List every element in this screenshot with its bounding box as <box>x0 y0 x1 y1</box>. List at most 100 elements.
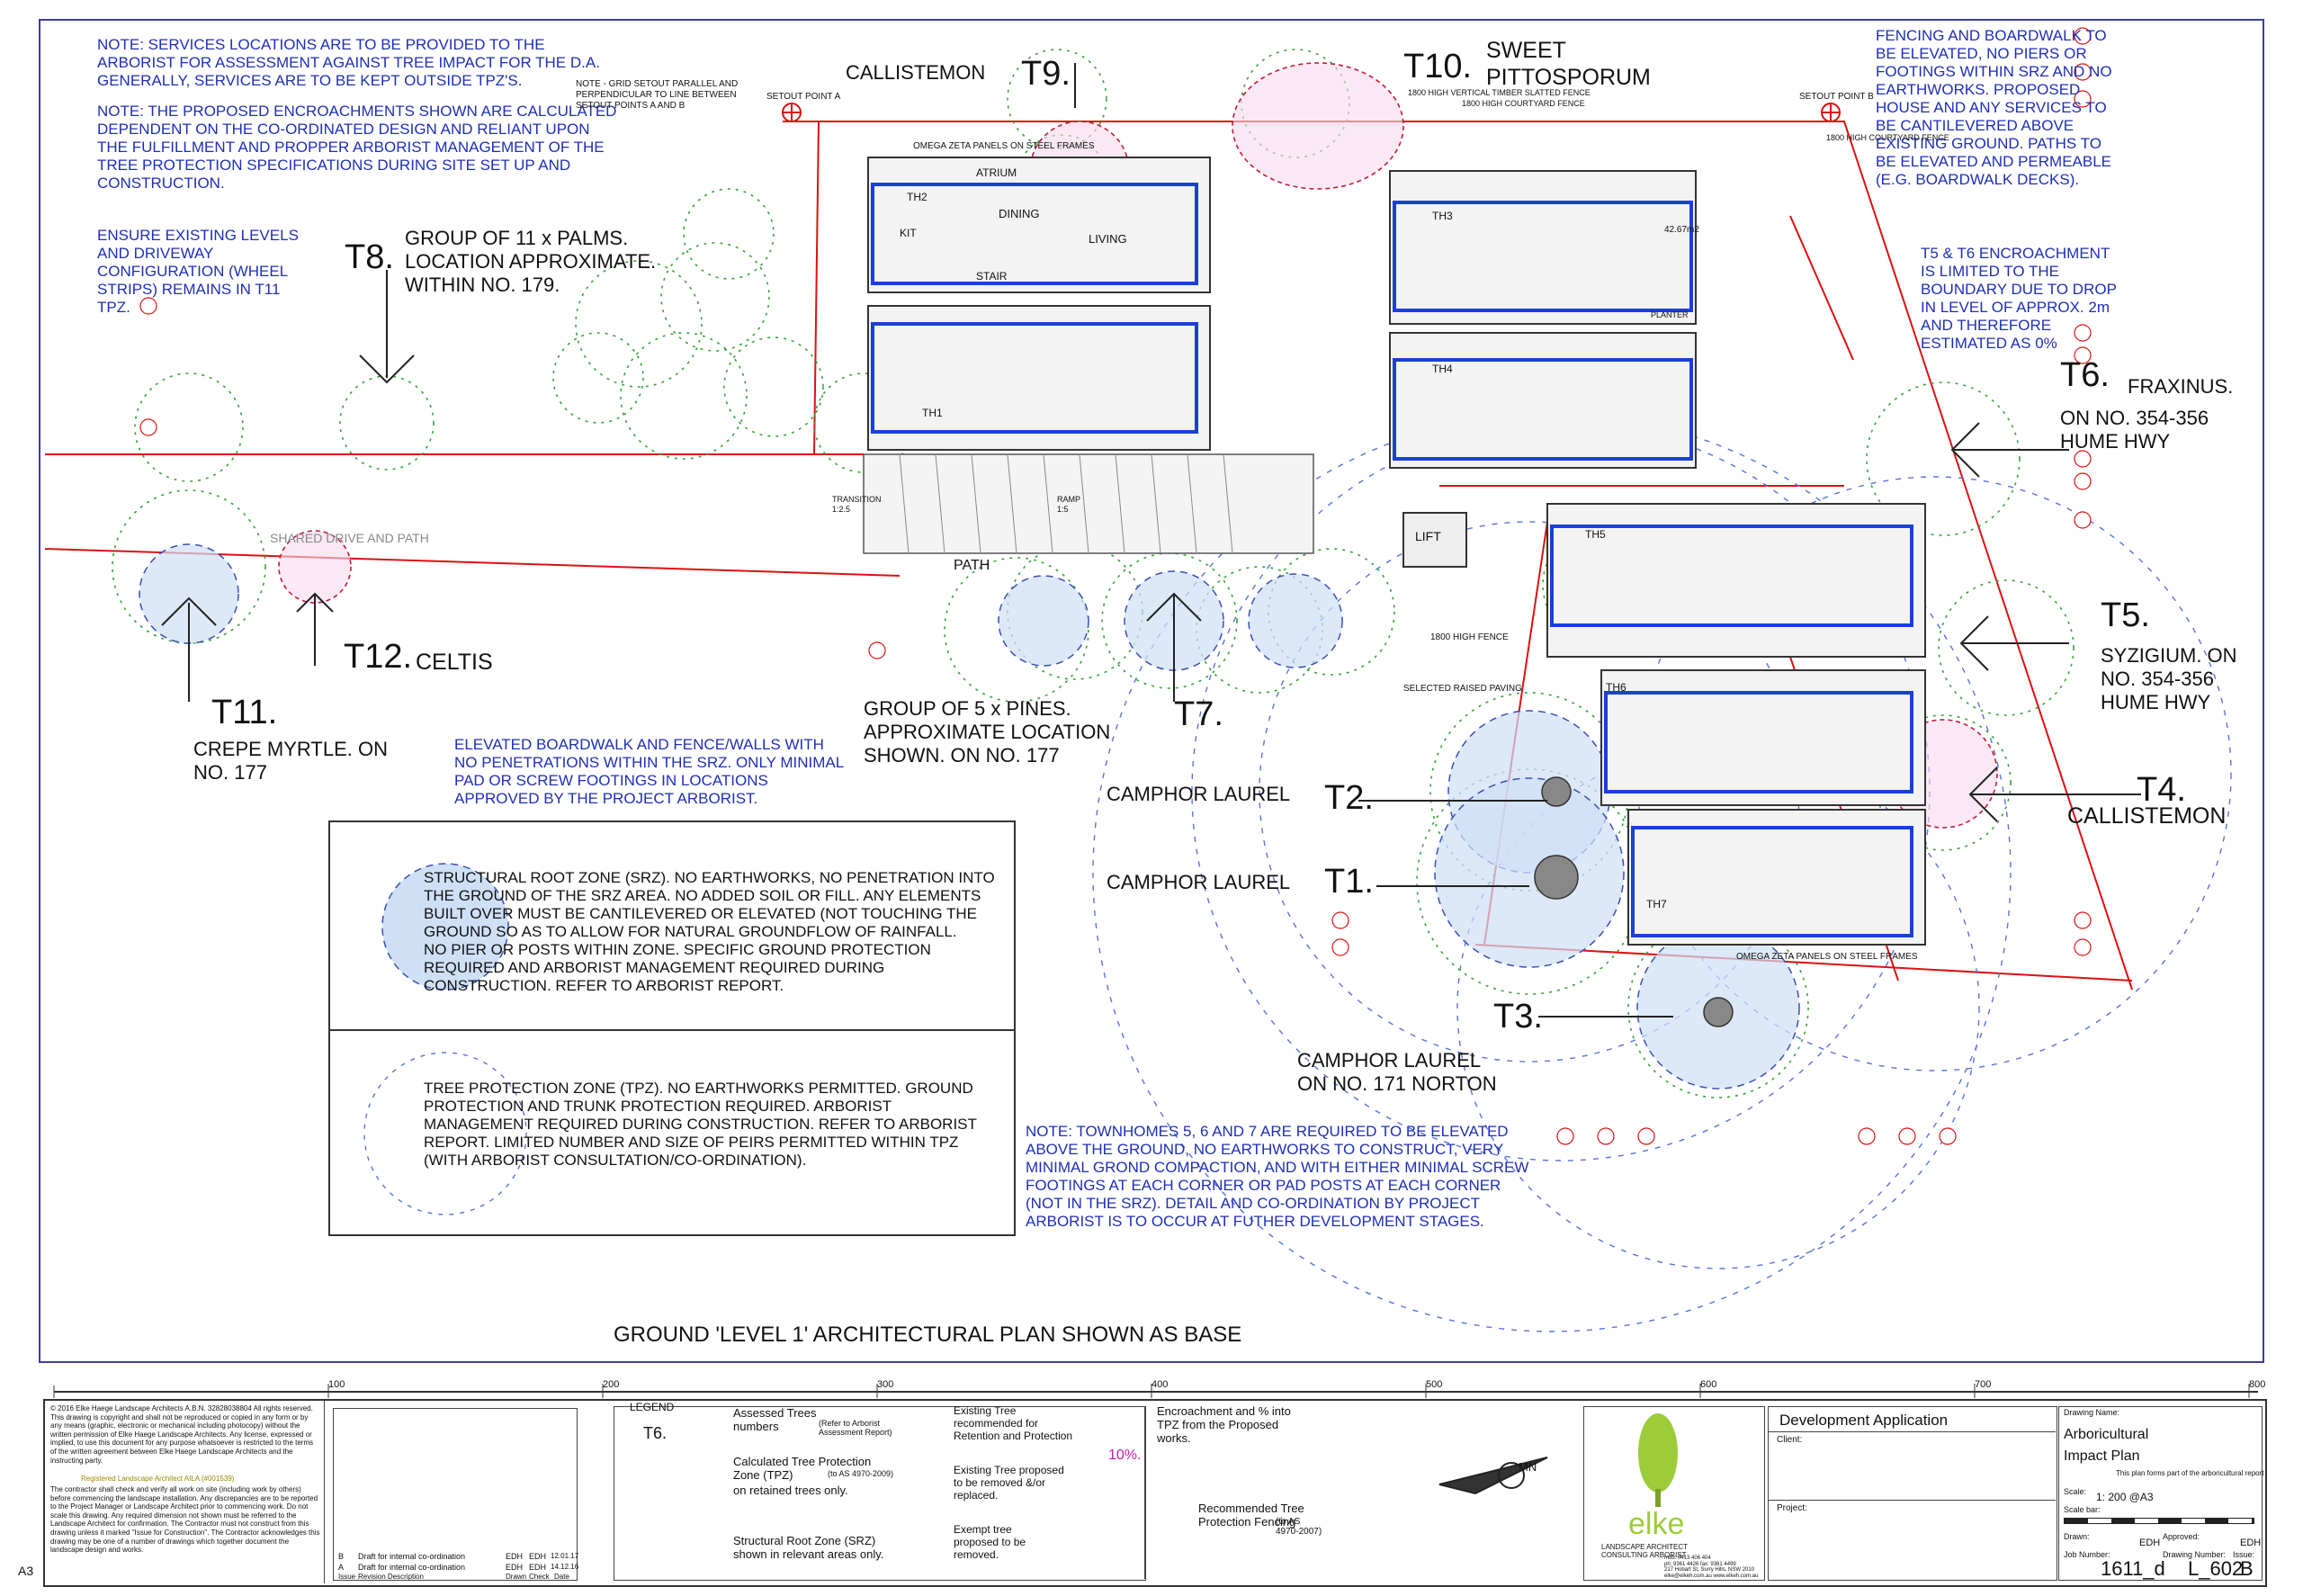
drawn-label: Drawn: <box>2064 1532 2090 1541</box>
planter-label: PLANTER <box>1651 310 1689 319</box>
building-footprints <box>867 157 1926 946</box>
company-name: elke <box>1628 1507 1685 1541</box>
scalebar-label: Scale bar: <box>2064 1505 2101 1514</box>
plan-title: GROUND 'LEVEL 1' ARCHITECTURAL PLAN SHOW… <box>614 1323 1242 1347</box>
tree-tag-t5: T5. <box>2101 596 2150 634</box>
transition-label: TRANSITION 1:2.5 <box>832 495 882 514</box>
approved-label: Approved: <box>2163 1532 2200 1541</box>
legend-tpz: Calculated Tree Protection Zone (TPZ) <box>733 1455 872 1482</box>
client-label: Client: <box>1777 1435 1803 1445</box>
legend-assessed-ref: (Refer to Arborist Assessment Report) <box>819 1419 892 1437</box>
tree-name-t12: CELTIS <box>416 650 493 675</box>
job-label: Job Number: <box>2064 1550 2110 1559</box>
scale-label: Scale: <box>2064 1487 2087 1496</box>
room-living: LIVING <box>1089 232 1127 246</box>
scale-tick: 600 <box>1700 1379 1717 1390</box>
legend-title: LEGEND <box>630 1401 675 1413</box>
scale-value: 1: 200 @A3 <box>2096 1491 2154 1503</box>
drawing-note: This plan forms part of the arboricultur… <box>2116 1469 2264 1477</box>
omega-top-label: OMEGA ZETA PANELS ON STEEL FRAMES <box>913 141 1095 151</box>
scale-tick: 100 <box>328 1379 345 1390</box>
tree-name-t5: SYZIGIUM. ON NO. 354-356 HUME HWY <box>2101 644 2237 713</box>
room-kit: KIT <box>900 227 917 239</box>
fence-label: 1800 HIGH FENCE <box>1430 632 1509 642</box>
scale-tick: 200 <box>603 1379 620 1390</box>
legend-t6-tag: T6. <box>643 1424 668 1442</box>
rev-date: 12.01.17 <box>551 1552 579 1560</box>
srz-description: STRUCTURAL ROOT ZONE (SRZ). NO EARTHWORK… <box>424 869 995 995</box>
tree-tag-t10: T10. <box>1403 48 1473 85</box>
legend-assessed: Assessed Trees numbers <box>733 1406 817 1433</box>
legend-srz: Structural Root Zone (SRZ) shown in rele… <box>733 1534 884 1561</box>
note-services: NOTE: SERVICES LOCATIONS ARE TO BE PROVI… <box>97 36 600 90</box>
room-dining: DINING <box>999 207 1040 220</box>
setout-b-label: SETOUT POINT B <box>1799 92 1874 102</box>
scale-bar <box>2064 1518 2254 1524</box>
note-boardwalk: ELEVATED BOARDWALK AND FENCE/WALLS WITH … <box>454 736 845 808</box>
tree-name-t3: CAMPHOR LAUREL ON NO. 171 NORTON <box>1297 1049 1497 1095</box>
rev-check: EDH <box>529 1552 547 1561</box>
job-number: 1611_d <box>2101 1557 2165 1580</box>
note-t5-t6: T5 & T6 ENCROACHMENT IS LIMITED TO THE B… <box>1921 245 2117 353</box>
tpz-description: TREE PROTECTION ZONE (TPZ). NO EARTHWORK… <box>424 1080 977 1170</box>
courtyard-fence-label-2: 1800 HIGH COURTYARD FENCE <box>1826 133 1949 142</box>
rev-check: EDH <box>529 1563 547 1572</box>
rev-header: Revision Description <box>358 1573 424 1581</box>
legend-pct: 10%. <box>1108 1448 1142 1463</box>
setout-a-label: SETOUT POINT A <box>766 92 841 102</box>
drawing-number-label: Drawing Number: <box>2163 1550 2227 1559</box>
note-townhomes: NOTE: TOWNHOMES 5, 6 AND 7 ARE REQUIRED … <box>1026 1123 1529 1231</box>
townhouse-label: TH3 <box>1432 210 1453 222</box>
tree-tag-t4: T4. <box>2137 771 2186 809</box>
tree-tag-t1: T1. <box>1324 863 1374 901</box>
area-label: 42.67m2 <box>1664 225 1699 235</box>
legend-fencing-as: (to AS 4970-2007) <box>1276 1517 1322 1537</box>
tree-loc-t6: ON NO. 354-356 HUME HWY <box>2060 407 2209 453</box>
tree-name-t8: GROUP OF 11 x PALMS. LOCATION APPROXIMAT… <box>405 227 657 296</box>
tree-name-t10: SWEET PITTOSPORUM <box>1486 38 1651 90</box>
legend-encroach: Encroachment and % into TPZ from the Pro… <box>1157 1404 1291 1445</box>
tree-tag-t7: T7. <box>1174 695 1223 733</box>
note-fencing: FENCING AND BOARDWALK TO BE ELEVATED, NO… <box>1876 27 2112 189</box>
tree-tag-t9: T9. <box>1021 55 1071 93</box>
scale-tick: 700 <box>1975 1379 1992 1390</box>
copyright-note: © 2016 Elke Haege Landscape Architects A… <box>50 1404 314 1465</box>
contractor-note: The contractor shall check and verify al… <box>50 1485 320 1555</box>
ramp-area <box>863 453 1314 554</box>
room-stair: STAIR <box>976 270 1008 282</box>
lift-label: LIFT <box>1415 529 1441 543</box>
townhouse-label: TH2 <box>907 191 927 203</box>
company-contact: mob: 0413 406 404 ph: 9361 4426 fax: 936… <box>1664 1556 1759 1579</box>
rev-drawn: EDH <box>506 1552 524 1561</box>
grid-markers <box>139 27 2092 1145</box>
tree-trunks <box>1534 776 1734 1027</box>
tree-name-t1: CAMPHOR LAUREL <box>1107 871 1291 893</box>
courtyard-fence-label: 1800 HIGH COURTYARD FENCE <box>1462 99 1585 108</box>
legend-fencing: Recommended Tree Protection Fencing <box>1198 1502 1304 1529</box>
rev-issue: B <box>338 1552 345 1561</box>
townhouse-label: TH4 <box>1432 363 1453 375</box>
company-subtitle: LANDSCAPE ARCHITECT CONSULTING ARBORIST <box>1601 1543 1689 1559</box>
ramp-label: RAMP 1:5 <box>1057 495 1081 514</box>
room-atrium: ATRIUM <box>976 166 1017 179</box>
scale-tick: 300 <box>877 1379 894 1390</box>
srz-legend-symbol <box>381 863 509 991</box>
townhouse-label: TH7 <box>1646 898 1667 910</box>
leader-arrows <box>161 63 2141 1018</box>
path-label: PATH <box>954 558 990 573</box>
north-label: MN <box>1519 1460 1537 1474</box>
townhouse-label: TH5 <box>1585 528 1606 541</box>
tree-name-t2: CAMPHOR LAUREL <box>1107 783 1291 805</box>
sheet-size: A3 <box>18 1564 34 1578</box>
note-encroachments: NOTE: THE PROPOSED ENCROACHMENTS SHOWN A… <box>97 103 617 193</box>
setout-point-b <box>1821 103 1841 122</box>
tree-name-t7: GROUP OF 5 x PINES. APPROXIMATE LOCATION… <box>864 697 1111 767</box>
legend-exempt: Exempt tree proposed to be removed. <box>954 1523 1026 1561</box>
tree-tag-t3: T3. <box>1493 998 1543 1036</box>
legend-tpz-tail: on retained trees only. <box>733 1484 848 1497</box>
legend-existing-remove: Existing Tree proposed to be removed &/o… <box>954 1464 1064 1502</box>
tree-tag-t11: T11. <box>211 694 278 731</box>
tpz-legend-symbol <box>363 1052 527 1215</box>
tree-name-t6: FRAXINUS. <box>2128 375 2234 398</box>
raised-paving-label: SELECTED RAISED PAVING <box>1403 684 1522 694</box>
